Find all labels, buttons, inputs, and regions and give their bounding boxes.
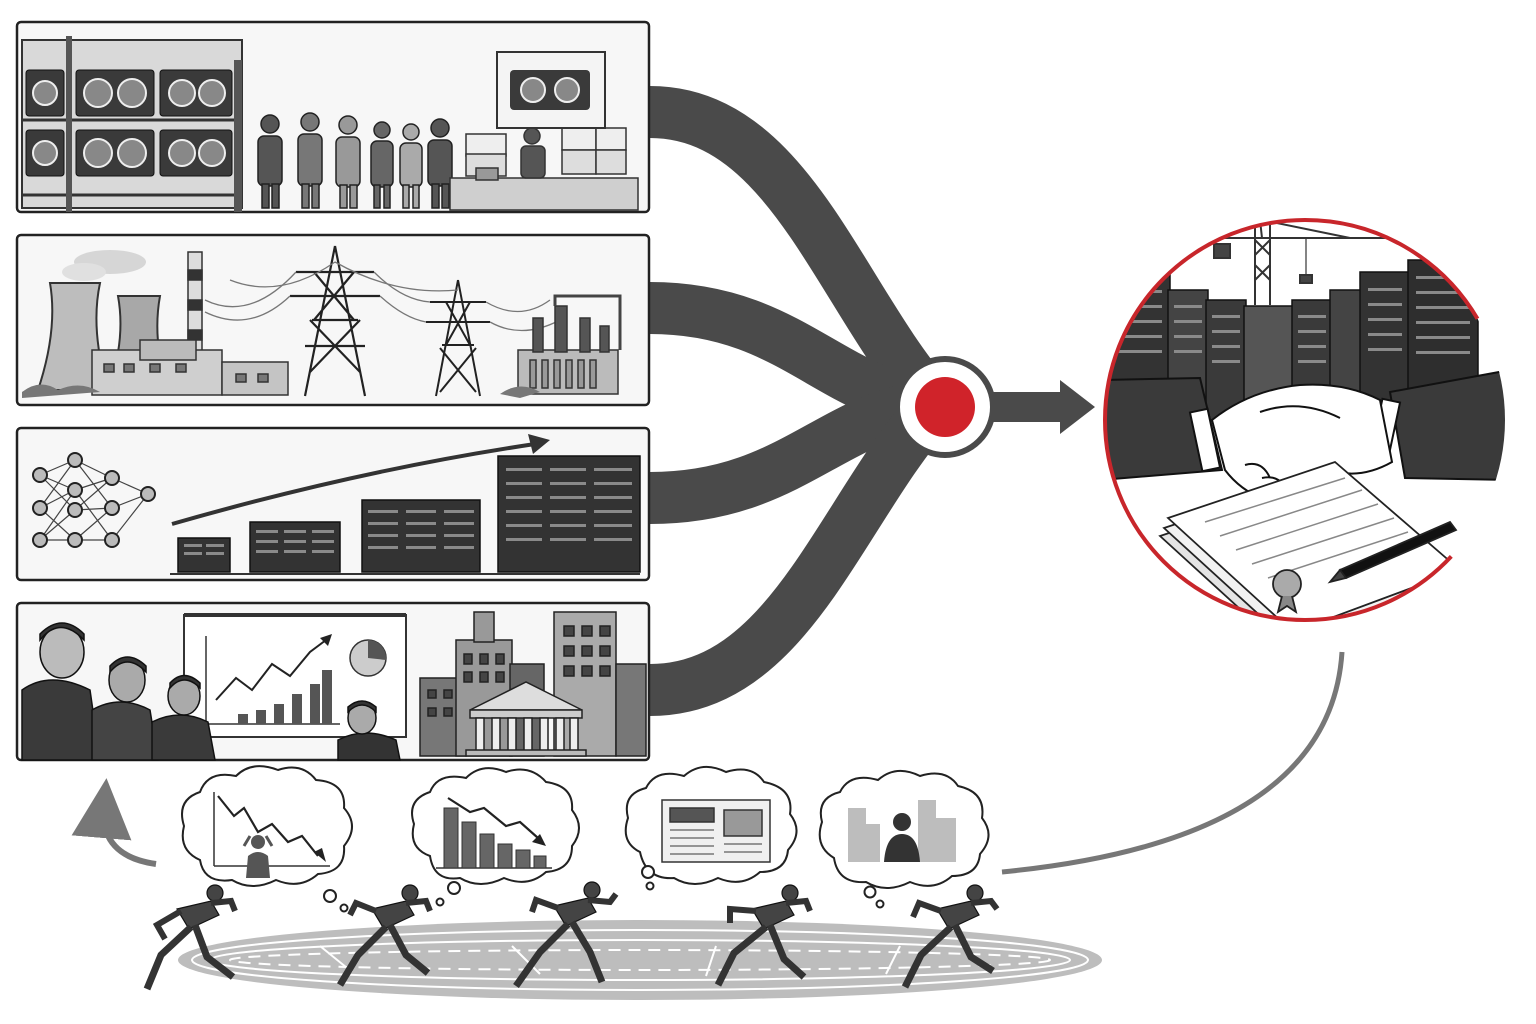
city-skyline-icon [419,611,647,757]
queue-people-icon [257,112,453,209]
panel-gpu-supply-line [15,20,651,214]
runners [143,881,1000,991]
investors-audience-icon [21,622,401,761]
race-track [178,920,1102,1000]
construction-crane-icon [1213,220,1385,305]
handshake-icon [1105,368,1505,503]
transmission-tower-icon [290,245,380,397]
panel-investors-finance [15,601,651,762]
runner-3 [513,881,619,989]
thought-bubble-3 [624,765,798,891]
growth-arrow-icon [171,434,550,526]
newspaper-icon [661,799,771,863]
flow-band-1 [648,86,955,423]
runner-2 [336,884,433,987]
declining-bar-chart-icon [436,797,552,869]
gpu-card-sign-icon [496,51,606,129]
outcome-deal-circle [1103,218,1507,622]
thought-bubble-2 [411,767,580,907]
thought-bubble-1 [181,765,353,913]
falling-chart-stressed-person-icon [213,792,330,878]
panel-power-infrastructure [15,233,651,407]
power-lines [204,261,561,332]
runner-1 [143,884,238,991]
thought-bubble-4 [818,769,990,909]
city-sad-person-icon [848,800,956,862]
convergence-node [894,356,996,458]
runner-4 [714,884,813,987]
hub-arrow [985,380,1095,434]
feedback-arrow [71,778,157,867]
factory-icon [91,339,289,396]
gpu-rack-icon [21,36,243,212]
neural-network-icon [32,452,156,548]
flow-band-4 [648,387,955,716]
transmission-tower-icon-2 [426,279,490,397]
return-connector [1001,651,1345,875]
panel-compute-scaling [15,426,651,582]
counter-boxes-icon [449,127,639,211]
server-rack-lines [184,468,632,555]
runner-5 [901,884,1000,989]
flow-bands [648,86,955,716]
substation-icon [517,294,622,395]
